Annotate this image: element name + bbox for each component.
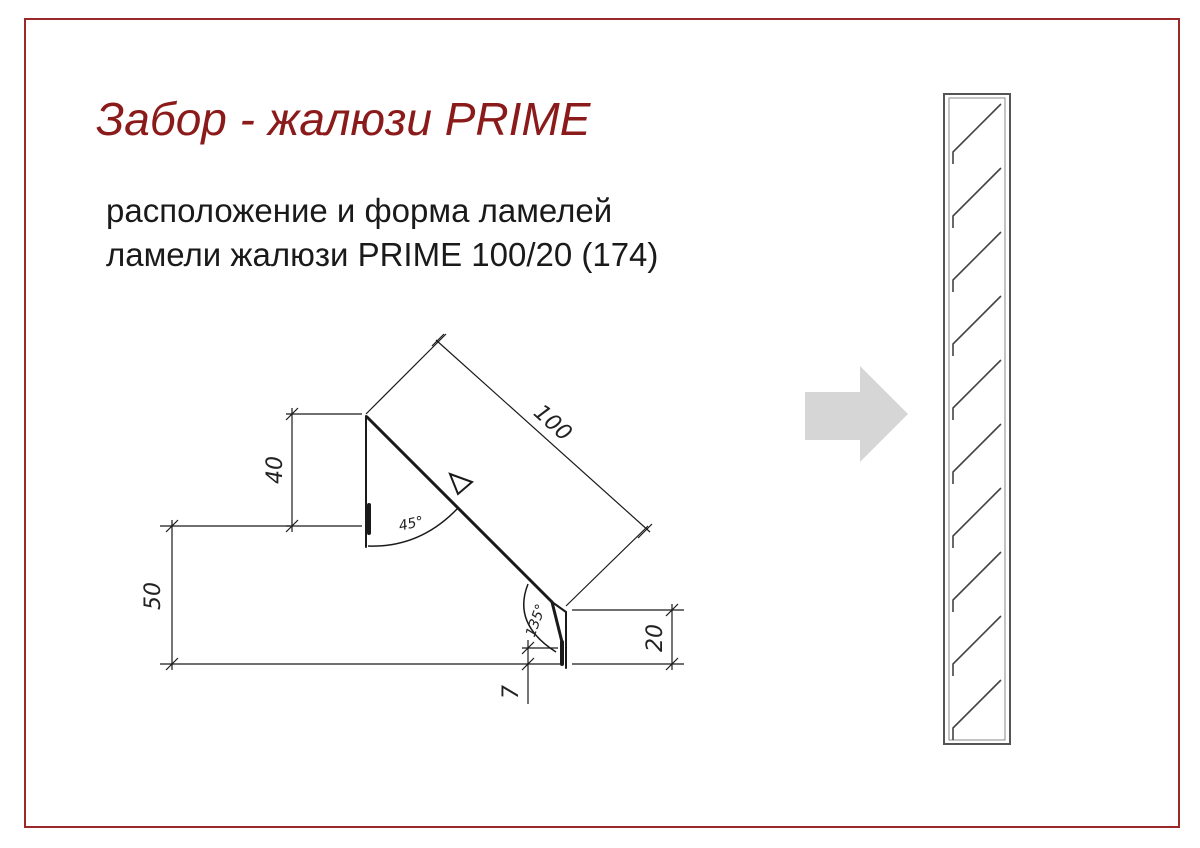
fence-slat — [952, 487, 1002, 548]
dim-label-20: 20 — [643, 624, 668, 652]
dim-100-ext-1 — [365, 333, 447, 415]
fence-slat — [952, 679, 1002, 740]
profile-lip — [550, 600, 564, 644]
angle-label-135: 135° — [523, 602, 550, 639]
dim-40-tick-1 — [285, 407, 299, 421]
dim-label-50: 50 — [141, 582, 166, 610]
subtitle-line-1: расположение и форма ламелей — [106, 192, 613, 229]
fence-slat — [952, 615, 1002, 676]
fence-slat — [952, 103, 1002, 164]
profile-tip — [551, 601, 567, 613]
profile-lower-bend — [528, 578, 554, 604]
dim-20-tick-1 — [665, 603, 679, 617]
fence-frame-outer — [943, 93, 1011, 745]
dim-7-tick-1 — [521, 641, 535, 655]
right-arrow-icon — [805, 366, 908, 462]
fence-preview — [943, 93, 1011, 745]
dim-100-ext-2 — [565, 525, 649, 607]
dim-100-tick-1 — [431, 333, 445, 347]
surface-mark-icon — [448, 472, 474, 496]
dim-20-tick-2 — [665, 657, 679, 671]
dimension-lines — [160, 333, 684, 704]
dim-label-100: 100 — [528, 400, 576, 447]
fence-slat — [952, 359, 1002, 420]
dim-label-7: 7 — [499, 685, 524, 699]
angle-arc-135 — [523, 583, 557, 653]
page-title: Забор - жалюзи PRIME — [96, 93, 591, 145]
dim-50-tick-1 — [165, 519, 179, 533]
dim-50-tick-2 — [165, 657, 179, 671]
subtitle-line-2: ламели жалюзи PRIME 100/20 (174) — [106, 236, 659, 273]
fence-slats — [952, 103, 1002, 740]
angle-arc-45 — [367, 507, 459, 547]
dim-40-tick-2 — [285, 519, 299, 533]
fence-slat — [952, 423, 1002, 484]
fence-slat — [952, 551, 1002, 612]
angle-label-45: 45° — [397, 514, 425, 535]
fence-frame-inner — [948, 97, 1006, 741]
fence-slat — [952, 167, 1002, 228]
fence-slat — [952, 295, 1002, 356]
dim-7-tick-2 — [521, 657, 535, 671]
slat-profile — [365, 415, 567, 669]
dim-label-40: 40 — [263, 456, 288, 484]
fence-slat — [952, 231, 1002, 292]
dim-100-line — [435, 339, 651, 533]
dim-100-tick-2 — [637, 523, 653, 539]
profile-diagonal — [365, 415, 532, 582]
page-frame — [24, 18, 1180, 828]
